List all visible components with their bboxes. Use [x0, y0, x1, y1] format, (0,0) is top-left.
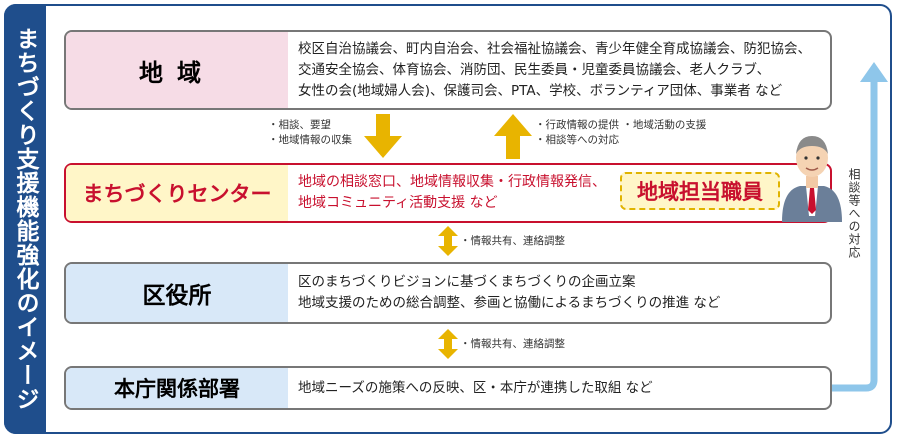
center-desc: 地域の相談窓口、地域情報収集・行政情報発信、 地域コミュニティ活動支援 など: [288, 165, 830, 221]
staff-badge: 地域担当職員: [620, 172, 780, 210]
region-line: 交通安全協会、体育協会、消防団、民生委員・児童委員協議会、老人クラブ、: [298, 61, 771, 78]
row-ward: 区役所 区のまちづくりビジョンに基づくまちづくりの企画立案 地域支援のための総合…: [64, 262, 832, 324]
ward-desc: 区のまちづくりビジョンに基づくまちづくりの企画立案 地域支援のための総合調整、参…: [288, 264, 830, 322]
down-arrow-icon: [364, 114, 402, 158]
up-note: ・相談等への対応: [535, 134, 619, 146]
center-label: まちづくりセンター: [66, 165, 288, 221]
up-note: ・行政情報の提供 ・地域活動の支援: [535, 119, 707, 131]
row-hq: 本庁関係部署 地域ニーズの施策への反映、区・本庁が連携した取組 など: [64, 366, 832, 410]
sidebar-title: まちづくり支援機能強化のイメージ: [12, 27, 38, 411]
row-region: 地域 校区自治協議会、町内自治会、社会福祉協議会、青少年健全育成協議会、防犯協会…: [64, 30, 832, 110]
double-arrow-icon: [438, 329, 458, 359]
center-line: 地域コミュニティ活動支援 など: [298, 195, 498, 211]
down-note: ・相談、要望: [268, 119, 331, 131]
double-arrow-icon: [438, 226, 458, 256]
down-arrow-notes: ・相談、要望 ・地域情報の収集: [268, 118, 352, 148]
link-note-2: ・情報共有、連絡調整: [460, 338, 565, 350]
center-line: 地域の相談窓口、地域情報収集・行政情報発信、: [298, 174, 606, 190]
up-arrow-icon: [494, 114, 532, 159]
region-desc: 校区自治協議会、町内自治会、社会福祉協議会、青少年健全育成協議会、防犯協会、 交…: [288, 32, 830, 108]
staff-person-icon: [782, 136, 842, 222]
hq-label: 本庁関係部署: [66, 368, 288, 408]
region-line: 校区自治協議会、町内自治会、社会福祉協議会、青少年健全育成協議会、防犯協会、: [298, 40, 811, 57]
ward-line: 地域支援のための総合調整、参画と協働によるまちづくりの推進 など: [298, 295, 721, 311]
side-response-label: 相談等への対応: [847, 168, 861, 259]
down-note: ・地域情報の収集: [268, 134, 352, 146]
row-center: まちづくりセンター 地域の相談窓口、地域情報収集・行政情報発信、 地域コミュニテ…: [64, 163, 832, 223]
link-note-1: ・情報共有、連絡調整: [460, 235, 565, 247]
region-label: 地域: [66, 32, 288, 108]
up-arrow-notes: ・行政情報の提供 ・地域活動の支援 ・相談等への対応: [535, 118, 706, 148]
hq-line: 地域ニーズの施策への反映、区・本庁が連携した取組 など: [298, 379, 653, 396]
sidebar: [4, 4, 46, 434]
ward-line: 区のまちづくりビジョンに基づくまちづくりの企画立案: [298, 274, 636, 290]
loop-arrow-icon: [832, 62, 888, 392]
region-line: 女性の会(地域婦人会)、保護司会、PTA、学校、ボランティア団体、事業者 など: [298, 82, 783, 99]
hq-desc: 地域ニーズの施策への反映、区・本庁が連携した取組 など: [288, 368, 830, 408]
ward-label: 区役所: [66, 264, 288, 322]
